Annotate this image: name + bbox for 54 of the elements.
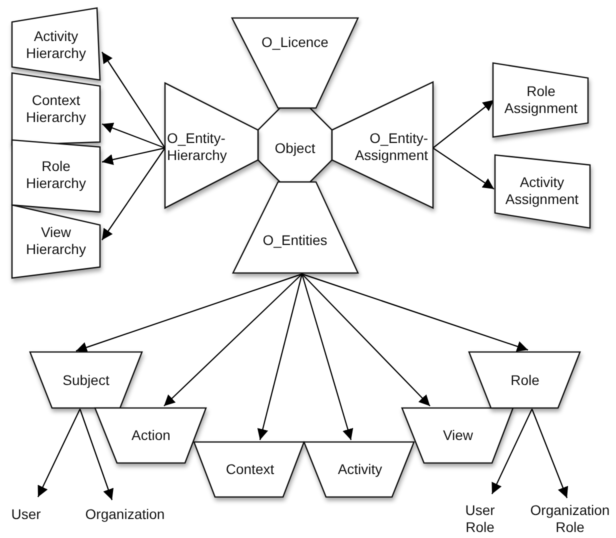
node-label: Context: [224, 461, 276, 478]
trapezoid-node: [95, 408, 206, 463]
node-label: O_Entities: [262, 232, 328, 249]
node-label: View Hierarchy: [25, 224, 87, 258]
node-label: Context Hierarchy: [25, 92, 87, 126]
node-label: O_Entity-Assignment: [354, 130, 428, 164]
triangle-node: [165, 83, 258, 208]
trapezoid-node: [233, 182, 358, 273]
trapezoid-node: [304, 442, 414, 497]
trapezoid-node: [469, 352, 580, 408]
node-label: Role Hierarchy: [25, 158, 87, 192]
node-label: Activity Hierarchy: [25, 28, 87, 62]
node-label: Role Assignment: [503, 83, 579, 117]
trapezoid-node: [30, 352, 142, 408]
arrow: [257, 274, 303, 440]
node-label: Object: [274, 140, 316, 157]
node-label: Role: [510, 372, 540, 389]
node-label: View: [442, 427, 474, 444]
arrow: [102, 122, 166, 149]
node-label: Organization Role: [529, 502, 611, 536]
node-label: User Role: [464, 502, 496, 536]
node-label: Organization: [84, 506, 166, 523]
arrow: [432, 148, 494, 190]
arrow: [37, 408, 81, 498]
node-label: Subject: [62, 372, 110, 389]
arrow: [102, 147, 166, 165]
arrow: [302, 273, 528, 352]
arrow: [164, 274, 302, 406]
quad-node: [12, 8, 100, 80]
quad-node: [12, 73, 100, 145]
node-label: Activity Assignment: [504, 174, 580, 208]
quad-node: [12, 140, 100, 212]
arrow: [531, 408, 568, 498]
arrow: [491, 408, 533, 494]
node-label: O_Licence: [260, 34, 330, 51]
arrow: [302, 274, 430, 406]
arrow: [79, 408, 114, 500]
arrow: [301, 274, 354, 440]
node-label: Activity: [336, 461, 384, 478]
node-label: O_Entity-Hierarchy: [167, 130, 228, 164]
node-label: User: [10, 506, 42, 523]
quad-node: [495, 155, 590, 228]
triangle-node: [332, 82, 433, 208]
trapezoid-node: [194, 442, 304, 497]
octagon-node: [258, 108, 332, 182]
arrow: [102, 52, 166, 148]
arrow: [76, 273, 302, 353]
node-label: Action: [130, 427, 172, 444]
trapezoid-node: [402, 408, 513, 463]
arrow: [432, 100, 494, 148]
quad-node: [12, 205, 100, 278]
arrow: [102, 148, 166, 240]
trapezoid-node: [232, 18, 358, 108]
quad-node: [493, 63, 588, 137]
